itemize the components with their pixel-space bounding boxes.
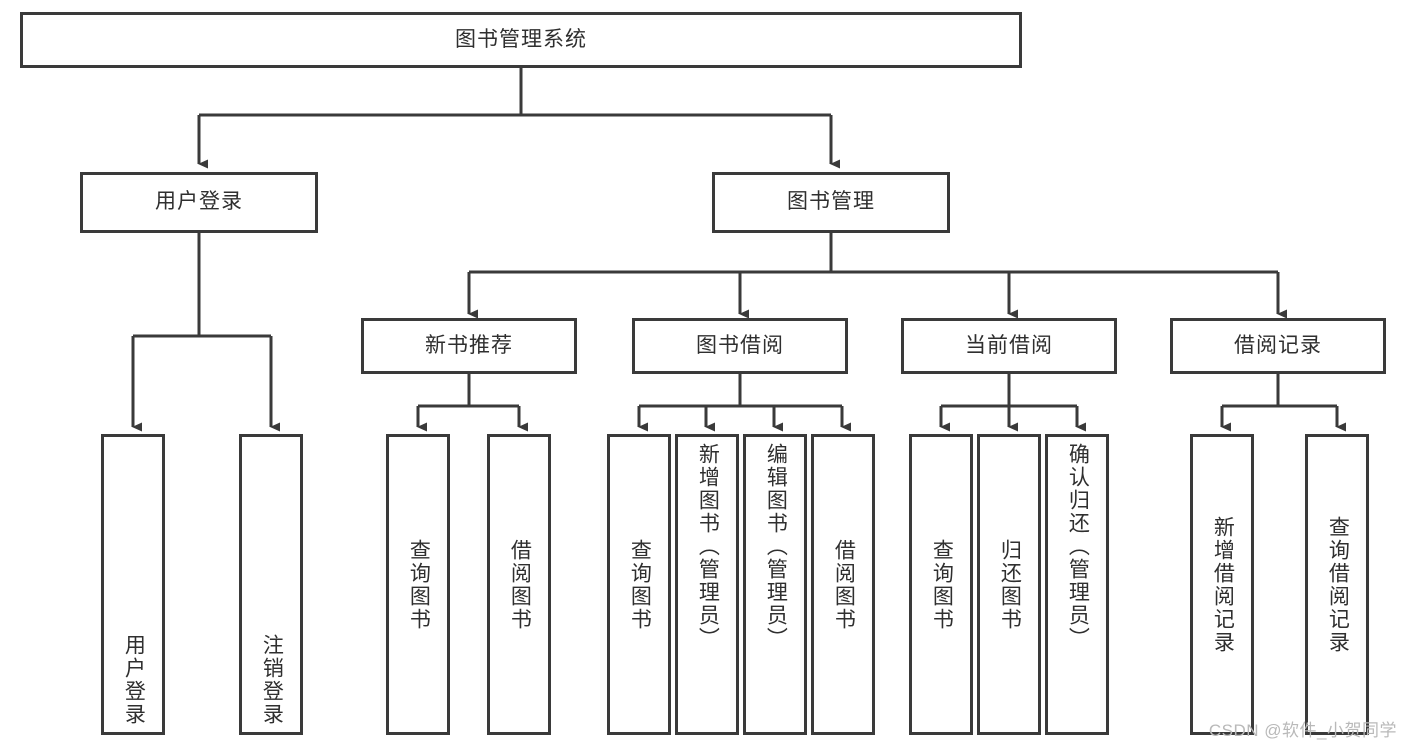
node-leaf-add-book-label: 新增图书（管理员） [696, 443, 720, 650]
node-leaf-query-book-2-label: 查询图书 [628, 538, 652, 631]
csdn-watermark: CSDN @软件_小贺同学 [1208, 721, 1397, 740]
node-borrow-record[interactable]: 借阅记录 [1170, 318, 1386, 374]
node-leaf-user-login[interactable]: 用户登录 [101, 434, 165, 735]
node-leaf-query-book-1-label: 查询图书 [407, 538, 431, 631]
node-leaf-borrow-book-2-label: 借阅图书 [832, 538, 856, 631]
node-leaf-confirm-return-label: 确认归还（管理员） [1066, 443, 1090, 650]
node-leaf-logout[interactable]: 注销登录 [239, 434, 303, 735]
node-leaf-query-book-3[interactable]: 查询图书 [909, 434, 973, 735]
node-leaf-borrow-book-2[interactable]: 借阅图书 [811, 434, 875, 735]
node-leaf-return-book[interactable]: 归还图书 [977, 434, 1041, 735]
node-leaf-query-record[interactable]: 查询借阅记录 [1305, 434, 1369, 735]
node-leaf-query-book-1[interactable]: 查询图书 [386, 434, 450, 735]
node-book-borrow-label: 图书借阅 [696, 333, 784, 357]
node-user-login-label: 用户登录 [155, 190, 243, 214]
node-book-borrow[interactable]: 图书借阅 [632, 318, 848, 374]
node-current-borrow[interactable]: 当前借阅 [901, 318, 1117, 374]
node-leaf-edit-book-label: 编辑图书（管理员） [764, 443, 788, 650]
node-leaf-borrow-book-1[interactable]: 借阅图书 [487, 434, 551, 735]
node-root-label: 图书管理系统 [455, 27, 587, 51]
node-leaf-add-record-label: 新增借阅记录 [1211, 515, 1235, 654]
node-user-login[interactable]: 用户登录 [80, 172, 318, 233]
node-leaf-query-book-2[interactable]: 查询图书 [607, 434, 671, 735]
node-new-book-rec-label: 新书推荐 [425, 333, 513, 357]
node-leaf-confirm-return[interactable]: 确认归还（管理员） [1045, 434, 1109, 735]
node-leaf-add-book[interactable]: 新增图书（管理员） [675, 434, 739, 735]
node-leaf-return-book-label: 归还图书 [998, 538, 1022, 631]
node-current-borrow-label: 当前借阅 [965, 333, 1053, 357]
node-leaf-query-record-label: 查询借阅记录 [1326, 515, 1350, 654]
node-root[interactable]: 图书管理系统 [20, 12, 1022, 68]
node-borrow-record-label: 借阅记录 [1234, 333, 1322, 357]
node-book-manage-label: 图书管理 [787, 190, 875, 214]
node-leaf-user-login-label: 用户登录 [122, 634, 146, 726]
node-leaf-edit-book[interactable]: 编辑图书（管理员） [743, 434, 807, 735]
node-new-book-rec[interactable]: 新书推荐 [361, 318, 577, 374]
node-leaf-add-record[interactable]: 新增借阅记录 [1190, 434, 1254, 735]
node-book-manage[interactable]: 图书管理 [712, 172, 950, 233]
node-leaf-logout-label: 注销登录 [260, 634, 284, 726]
node-leaf-query-book-3-label: 查询图书 [930, 538, 954, 631]
node-leaf-borrow-book-1-label: 借阅图书 [508, 538, 532, 631]
